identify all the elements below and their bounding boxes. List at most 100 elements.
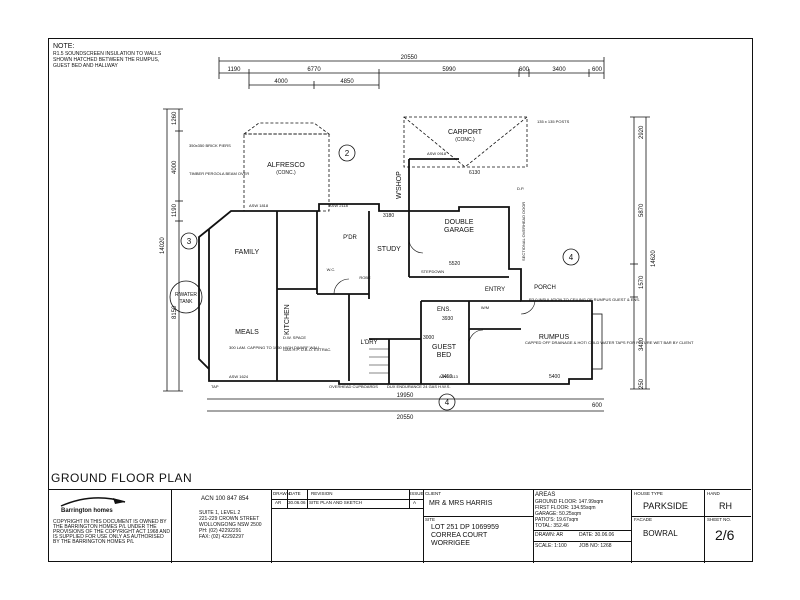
- note-line: SHOWN HATCHED BETWEEN THE RUMPUS,: [53, 57, 160, 63]
- svg-text:D.P.: D.P.: [517, 186, 524, 191]
- revision-cell: SITE PLAN AND SKETCH: [309, 500, 363, 505]
- copyright-notice: COPYRIGHT IN THIS DOCUMENT IS OWNED BY T…: [53, 519, 170, 545]
- svg-text:5990: 5990: [442, 67, 456, 73]
- svg-text:5520: 5520: [449, 261, 460, 267]
- room-label: STUDY: [377, 246, 401, 253]
- facade-value: BOWRAL: [643, 529, 678, 538]
- revision-cell: A: [413, 500, 417, 505]
- logo-swoosh-icon: [60, 497, 126, 507]
- title-block: Barrington homes COPYRIGHT IN THIS DOCUM…: [49, 489, 751, 563]
- section-marker-label: 4: [569, 253, 574, 262]
- svg-text:4850: 4850: [340, 79, 354, 85]
- svg-text:1570: 1570: [639, 275, 645, 289]
- svg-text:3930: 3930: [442, 316, 453, 322]
- floor-plan-drawing: 2 3 4 4 20550 1190 6770 5990 600 3400 60…: [160, 55, 694, 421]
- revision-cell: AR: [275, 500, 282, 505]
- revision-cell: 30.06.06: [288, 500, 306, 505]
- svg-text:250: 250: [639, 378, 645, 389]
- revision-header: DRAWN: [273, 491, 290, 496]
- svg-text:14020: 14020: [160, 237, 166, 254]
- note-line: GUEST BED AND HALLWAY: [53, 63, 118, 69]
- svg-text:600: 600: [592, 403, 603, 409]
- drawing-sheet: NOTE: R1.5 SOUNDSCREEN INSULATION TO WAL…: [48, 38, 753, 563]
- svg-text:(CONC.): (CONC.): [455, 137, 475, 143]
- overall-dimension: 20550: [401, 55, 418, 61]
- svg-text:1190: 1190: [228, 67, 242, 73]
- svg-text:600: 600: [592, 67, 603, 73]
- drawing-scale: SCALE: 1:100: [535, 543, 567, 549]
- room-label: PORCH: [534, 285, 556, 291]
- svg-text:TIMBER PERGOLA BEAM OVER: TIMBER PERGOLA BEAM OVER: [189, 171, 249, 176]
- drawn-by: DRAWN: AR: [535, 532, 564, 538]
- svg-text:OVERHEAD CUPBOARDS: OVERHEAD CUPBOARDS: [329, 384, 378, 389]
- svg-text:3000: 3000: [423, 335, 434, 341]
- revision-header: REVISION: [311, 491, 333, 496]
- svg-text:(CONC.): (CONC.): [276, 170, 296, 176]
- svg-text:19950: 19950: [397, 393, 414, 399]
- company-logo: Barrington homes: [53, 494, 133, 516]
- svg-text:TANK: TANK: [180, 299, 194, 305]
- room-label: RUMPUS: [539, 334, 570, 341]
- drawn-date: DATE: 30.06.06: [579, 532, 615, 538]
- svg-text:14620: 14620: [651, 250, 657, 267]
- svg-text:3180: 3180: [383, 213, 394, 219]
- room-label: KITCHEN: [284, 304, 291, 335]
- note-text: R1.5 SOUNDSCREEN INSULATION TO WALLS SHO…: [53, 51, 161, 69]
- room-label: W'SHOP: [396, 171, 403, 199]
- svg-text:ASW 1818: ASW 1818: [249, 203, 269, 208]
- svg-text:ASW 1624: ASW 1624: [229, 374, 249, 379]
- house-type-label: HOUSE TYPE: [634, 491, 663, 496]
- svg-text:GAS H.P. U.B.O. EXTRAC.: GAS H.P. U.B.O. EXTRAC.: [283, 347, 331, 352]
- room-label: P'DR: [343, 235, 357, 241]
- company-name: Barrington homes: [61, 508, 113, 514]
- room-label: MEALS: [235, 329, 259, 336]
- client-label: CLIENT: [425, 491, 442, 496]
- room-label: ENS.: [437, 307, 451, 313]
- svg-text:135 x 135 POSTS: 135 x 135 POSTS: [537, 119, 570, 124]
- svg-text:TAP: TAP: [211, 384, 219, 389]
- svg-text:1190: 1190: [172, 203, 178, 217]
- room-label: CARPORT: [448, 129, 483, 136]
- site-label: SITE: [425, 517, 436, 522]
- svg-text:GARAGE: GARAGE: [444, 227, 474, 234]
- svg-text:4000: 4000: [172, 160, 178, 174]
- areas-label: AREAS: [535, 492, 556, 498]
- svg-text:DUX ENDURANCE 24 GAS H.W.S.: DUX ENDURANCE 24 GAS H.W.S.: [387, 384, 451, 389]
- client-name: MR & MRS HARRIS: [429, 500, 493, 507]
- hand-value: RH: [719, 501, 732, 511]
- svg-text:SECTIONAL OVERHEAD DOOR: SECTIONAL OVERHEAD DOOR: [521, 202, 526, 261]
- svg-text:D.W. SPACE: D.W. SPACE: [283, 335, 306, 340]
- company-acn: ACN 100 847 854: [201, 496, 249, 502]
- svg-text:600: 600: [519, 67, 530, 73]
- sheet-value: 2/6: [715, 527, 735, 543]
- svg-text:ASW 2118: ASW 2118: [329, 203, 349, 208]
- room-label: DOUBLE: [445, 219, 474, 226]
- facade-label: FACADE: [634, 517, 653, 522]
- section-marker-label: 3: [187, 237, 192, 246]
- company-address: SUITE 1, LEVEL 2 221-229 CROWN STREET WO…: [199, 510, 262, 540]
- house-type-value: PARKSIDE: [643, 501, 688, 511]
- hand-label: HAND: [707, 491, 720, 496]
- svg-text:4000: 4000: [274, 79, 288, 85]
- revision-header: ISSUE: [410, 491, 424, 496]
- room-label: L'DRY: [360, 340, 377, 346]
- svg-text:5870: 5870: [639, 203, 645, 217]
- svg-text:W.C.: W.C.: [327, 267, 336, 272]
- svg-text:300 LAM. CAPPING TO 1050 HIGH: 300 LAM. CAPPING TO 1050 HIGH DWARF WALL: [229, 345, 321, 350]
- svg-text:350x350 BRICK PIERS: 350x350 BRICK PIERS: [189, 143, 231, 148]
- sheet-label: SHEET NO.: [707, 517, 732, 522]
- room-label: ALFRESCO: [267, 162, 305, 169]
- svg-text:BED: BED: [437, 352, 451, 359]
- room-label: ENTRY: [485, 287, 505, 293]
- svg-text:20550: 20550: [397, 415, 414, 421]
- svg-text:ROBE: ROBE: [359, 275, 371, 280]
- svg-text:CAPPED OFF DRAINAGE & HOT/ COL: CAPPED OFF DRAINAGE & HOT/ COLD WATER TA…: [525, 340, 694, 345]
- svg-text:3420: 3420: [639, 337, 645, 351]
- revision-header: DATE: [289, 491, 301, 496]
- svg-text:R3.0 INSULATION TO CEILING OF: R3.0 INSULATION TO CEILING OF RUMPUS GUE…: [529, 297, 640, 302]
- areas-list: GROUND FLOOR: 147.99sqm FIRST FLOOR: 134…: [535, 499, 604, 529]
- svg-text:8150: 8150: [172, 305, 178, 319]
- note-line: R1.5 SOUNDSCREEN INSULATION TO WALLS: [53, 51, 162, 57]
- svg-text:W/M: W/M: [481, 305, 489, 310]
- svg-text:ASW 2113: ASW 2113: [439, 374, 459, 379]
